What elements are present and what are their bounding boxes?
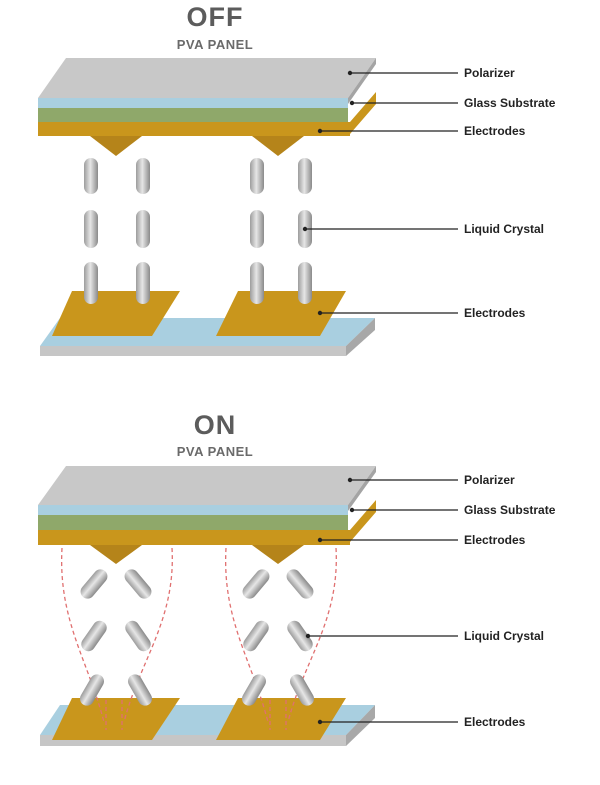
off-color-layer bbox=[38, 108, 348, 122]
off-bottom-electrode-right bbox=[216, 291, 346, 336]
off-crystal bbox=[250, 158, 264, 194]
on-color-layer bbox=[38, 515, 348, 530]
on-crystal bbox=[287, 620, 313, 652]
on-label-glass-substrate: Glass Substrate bbox=[464, 503, 556, 517]
on-top-electrode-front bbox=[38, 534, 350, 545]
off-polarizer bbox=[38, 58, 376, 98]
on-top-electrode bbox=[38, 500, 376, 542]
on-polarizer bbox=[38, 466, 376, 505]
on-leader-dots bbox=[305, 477, 355, 725]
off-subtitle: PVA PANEL bbox=[176, 37, 254, 52]
on-title: ON bbox=[193, 410, 237, 440]
off-crystal bbox=[250, 262, 264, 304]
off-crystal bbox=[250, 210, 264, 248]
on-bottom-electrode-left bbox=[52, 698, 180, 740]
on-protrusion-left bbox=[90, 545, 142, 564]
on-crystal bbox=[125, 620, 151, 652]
off-crystal bbox=[136, 210, 150, 248]
off-leader-lines bbox=[305, 72, 458, 314]
on-crystal bbox=[80, 569, 108, 599]
off-label-polarizer: Polarizer bbox=[464, 66, 515, 80]
off-crystal bbox=[84, 210, 98, 248]
off-crystal bbox=[84, 262, 98, 304]
on-panel bbox=[38, 466, 458, 746]
off-crystal bbox=[298, 262, 312, 304]
off-crystal bbox=[84, 158, 98, 194]
on-liquid-crystals bbox=[80, 569, 314, 706]
on-protrusion-right bbox=[252, 545, 304, 564]
off-bottom-electrode-left bbox=[52, 291, 180, 336]
off-crystal bbox=[136, 158, 150, 194]
off-glass-substrate bbox=[38, 98, 348, 108]
on-bottom-glass-side bbox=[346, 705, 375, 746]
off-label-electrodes-bottom: Electrodes bbox=[464, 306, 526, 320]
off-protrusion-right bbox=[252, 136, 304, 156]
off-crystal bbox=[298, 158, 312, 194]
on-field-lines bbox=[60, 547, 337, 730]
off-crystal bbox=[136, 262, 150, 304]
on-crystal bbox=[242, 674, 266, 706]
on-crystal bbox=[286, 569, 314, 599]
on-crystal bbox=[124, 569, 152, 599]
on-crystal bbox=[242, 569, 270, 599]
off-top-electrode-front bbox=[38, 126, 350, 136]
off-title: OFF bbox=[186, 2, 244, 32]
off-leader-dots bbox=[302, 70, 355, 316]
off-label-electrodes-top: Electrodes bbox=[464, 124, 526, 138]
on-subtitle: PVA PANEL bbox=[176, 444, 254, 459]
off-liquid-crystals bbox=[84, 158, 312, 304]
off-label-glass-substrate: Glass Substrate bbox=[464, 96, 556, 110]
on-crystal bbox=[243, 620, 269, 652]
off-bottom-glass-edge bbox=[40, 346, 346, 356]
on-bottom-electrode-right bbox=[216, 698, 346, 740]
on-leader-lines bbox=[308, 479, 458, 723]
off-protrusion-left bbox=[90, 136, 142, 156]
off-panel bbox=[38, 58, 458, 356]
on-crystal bbox=[128, 674, 152, 706]
on-crystal bbox=[81, 620, 107, 652]
on-label-electrodes-top: Electrodes bbox=[464, 533, 526, 547]
on-label-liquid-crystal: Liquid Crystal bbox=[464, 629, 545, 643]
on-label-polarizer: Polarizer bbox=[464, 473, 515, 487]
on-polarizer-side bbox=[348, 466, 376, 511]
off-bottom-glass-side bbox=[346, 318, 375, 356]
off-label-liquid-crystal: Liquid Crystal bbox=[464, 222, 545, 236]
off-polarizer-side bbox=[348, 58, 376, 104]
on-label-electrodes-bottom: Electrodes bbox=[464, 715, 526, 729]
off-top-electrode bbox=[38, 92, 376, 134]
on-crystal bbox=[290, 674, 314, 706]
on-glass-substrate bbox=[38, 505, 348, 515]
on-crystal bbox=[80, 674, 104, 706]
